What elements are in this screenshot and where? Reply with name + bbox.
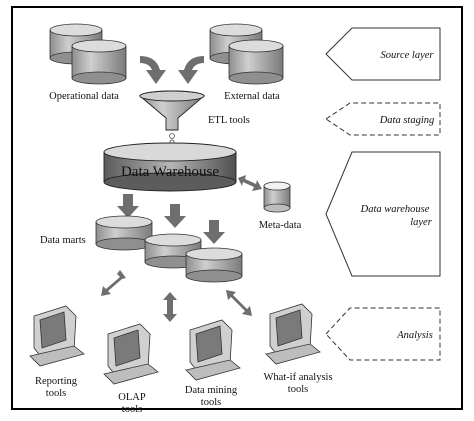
data-warehouse-label: Data Warehouse: [121, 164, 219, 180]
etl-funnel: [138, 90, 206, 145]
operational-data-cylinders: [49, 23, 127, 85]
arrows-dw-to-marts: [117, 194, 225, 244]
what-if-tools-label-1: What-if analysis: [263, 372, 332, 383]
warehouse-layer-label-2: layer: [410, 217, 432, 228]
reporting-tools-label-1: Reporting: [35, 376, 78, 387]
arrow-external-to-etl: [178, 56, 204, 84]
outer-frame: [11, 6, 463, 410]
data-staging-chevron: [325, 102, 441, 136]
warehouse-layer-chevron: [325, 151, 441, 277]
data-mining-tools-label-1: Data mining: [185, 385, 238, 396]
data-mining-computer-icon: [185, 319, 241, 381]
reporting-tools-label-2: tools: [46, 388, 66, 399]
what-if-computer-icon: [265, 303, 321, 365]
data-mining-tools-label-2: tools: [201, 397, 221, 408]
meta-data-cylinder: [263, 181, 291, 213]
arrow-dw-metadata: [238, 175, 262, 191]
etl-tools-label: ETL tools: [208, 115, 250, 126]
olap-tools-label-2: tools: [122, 404, 142, 415]
olap-computer-icon: [103, 323, 159, 385]
external-data-cylinders: [209, 23, 284, 85]
data-staging-label: Data staging: [379, 115, 435, 126]
reporting-computer-icon: [29, 305, 85, 367]
arrow-operational-to-etl: [140, 56, 166, 84]
operational-data-label: Operational data: [49, 91, 119, 102]
data-warehouse-cylinder: [103, 142, 237, 192]
what-if-tools-label-2: tools: [288, 384, 308, 395]
analysis-label: Analysis: [396, 330, 433, 341]
data-marts-label: Data marts: [40, 235, 86, 246]
arrows-marts-to-tools: [101, 270, 252, 322]
meta-data-label: Meta-data: [259, 220, 302, 231]
olap-tools-label-1: OLAP: [118, 392, 146, 403]
source-layer-chevron: [325, 27, 441, 81]
warehouse-layer-label-1: Data warehouse: [360, 204, 430, 215]
source-layer-label: Source layer: [381, 50, 435, 61]
data-mart-cylinders: [95, 215, 243, 283]
external-data-label: External data: [224, 91, 280, 102]
analysis-chevron: [325, 307, 441, 361]
